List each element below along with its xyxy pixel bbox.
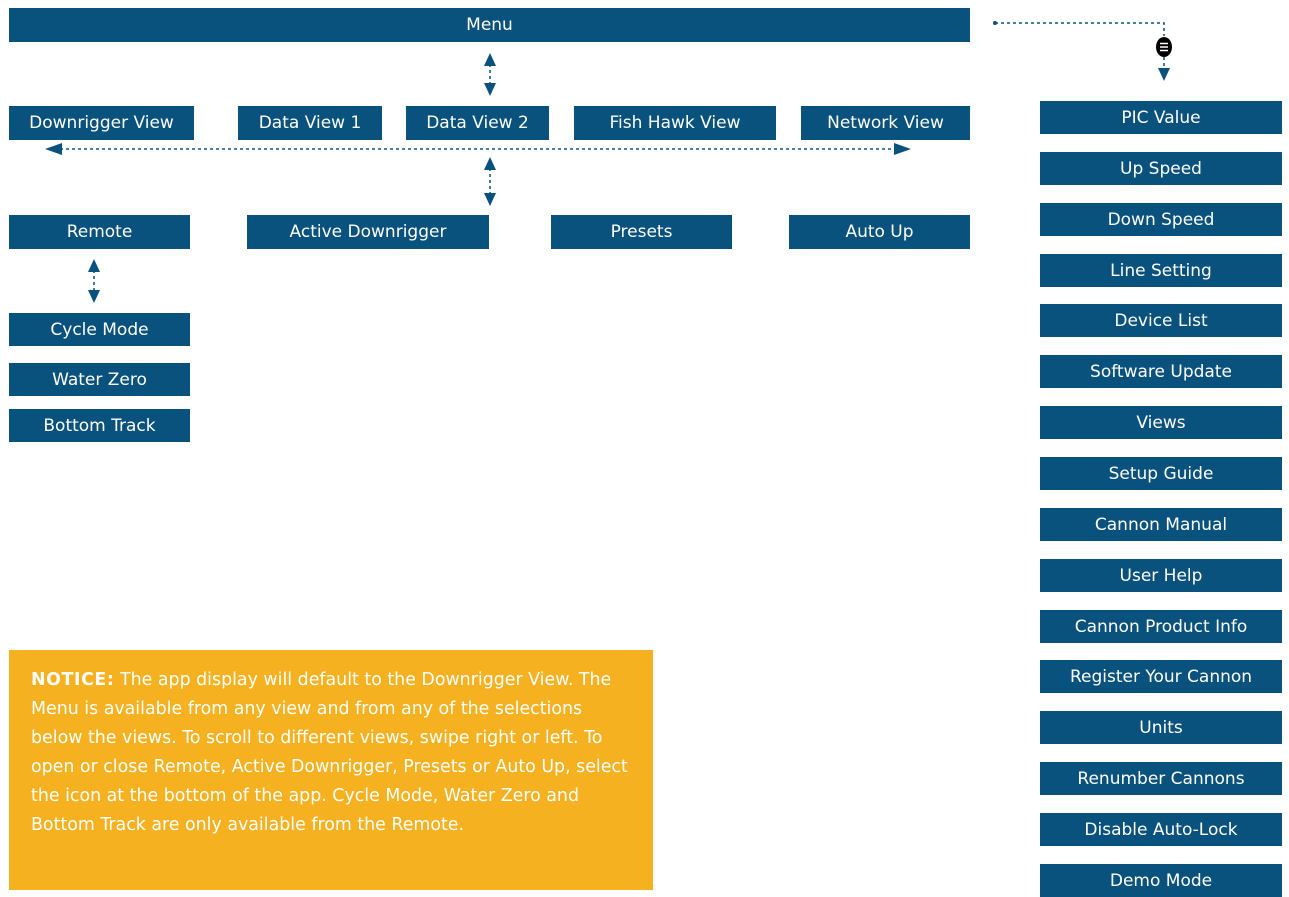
views-selections-connector [484, 157, 496, 206]
menu-item-cannon-product-info[interactable]: Cannon Product Info [1040, 610, 1282, 643]
selection-remote[interactable]: Remote [9, 215, 190, 249]
remote-item-cycle-mode[interactable]: Cycle Mode [9, 313, 190, 346]
menu-item-renumber-cannons[interactable]: Renumber Cannons [1040, 762, 1282, 795]
menu-item-software-update[interactable]: Software Update [1040, 355, 1282, 388]
menu-item-device-list[interactable]: Device List [1040, 304, 1282, 337]
menu-item-units[interactable]: Units [1040, 711, 1282, 744]
menu-item-views[interactable]: Views [1040, 406, 1282, 439]
view-data-view-2[interactable]: Data View 2 [406, 106, 549, 140]
menu-item-setup-guide[interactable]: Setup Guide [1040, 457, 1282, 490]
menu-item-demo-mode[interactable]: Demo Mode [1040, 864, 1282, 897]
view-fish-hawk-view[interactable]: Fish Hawk View [574, 106, 776, 140]
menu-views-connector [484, 53, 496, 96]
remote-item-water-zero[interactable]: Water Zero [9, 363, 190, 396]
menu-item-down-speed[interactable]: Down Speed [1040, 203, 1282, 236]
hamburger-menu-icon[interactable] [1156, 37, 1172, 57]
selection-active-downrigger[interactable]: Active Downrigger [247, 215, 489, 249]
selection-presets[interactable]: Presets [551, 215, 732, 249]
menu-item-disable-auto-lock[interactable]: Disable Auto-Lock [1040, 813, 1282, 846]
menu-item-cannon-manual[interactable]: Cannon Manual [1040, 508, 1282, 541]
swipe-arrow [45, 143, 911, 155]
view-data-view-1[interactable]: Data View 1 [238, 106, 382, 140]
menu-item-user-help[interactable]: User Help [1040, 559, 1282, 592]
notice-label: NOTICE: [31, 670, 115, 690]
remote-item-bottom-track[interactable]: Bottom Track [9, 409, 190, 442]
notice-text: The app display will default to the Down… [31, 670, 628, 835]
menu-item-up-speed[interactable]: Up Speed [1040, 152, 1282, 185]
view-network-view[interactable]: Network View [801, 106, 970, 140]
menu-button[interactable]: Menu [9, 8, 970, 42]
menu-list-connector [993, 21, 1170, 81]
menu-item-pic-value[interactable]: PIC Value [1040, 101, 1282, 134]
selection-auto-up[interactable]: Auto Up [789, 215, 970, 249]
remote-items-connector [88, 259, 100, 303]
menu-item-register-your-cannon[interactable]: Register Your Cannon [1040, 660, 1282, 693]
menu-item-line-setting[interactable]: Line Setting [1040, 254, 1282, 287]
notice-box: NOTICE: The app display will default to … [9, 650, 653, 890]
view-downrigger-view[interactable]: Downrigger View [9, 106, 194, 140]
